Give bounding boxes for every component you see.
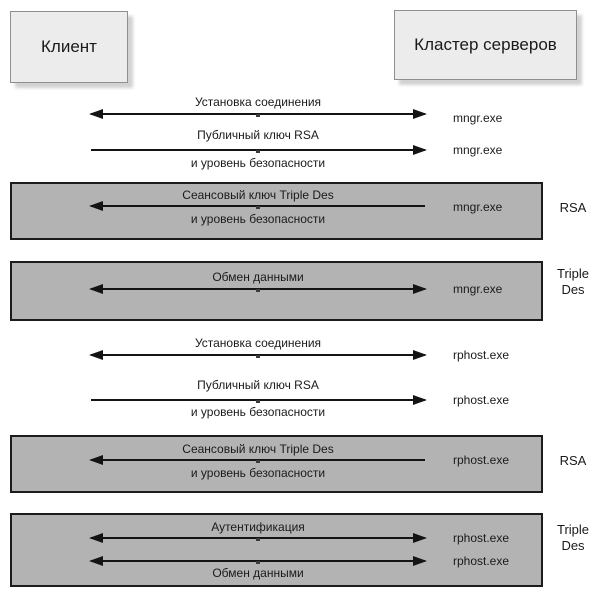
- message-title: Обмен данными: [212, 270, 304, 284]
- client-label: Клиент: [41, 37, 97, 56]
- process-label: rphost.exe: [453, 453, 510, 467]
- message-subtitle: и уровень безопасности: [190, 156, 326, 170]
- arrow-bidirectional-icon: [89, 349, 427, 361]
- message-title: Установка соединения: [194, 95, 322, 109]
- encryption-type-label: RSA: [559, 453, 587, 468]
- process-label: rphost.exe: [453, 554, 510, 568]
- message-subtitle: и уровень безопасности: [190, 405, 326, 419]
- server-cluster-box: Кластер серверов: [394, 10, 577, 80]
- arrow-left-icon: [89, 454, 427, 466]
- arrow-right-icon: [89, 394, 427, 406]
- arrow-bidirectional-icon: [89, 283, 427, 295]
- encryption-type-label: Triple Des: [556, 266, 590, 297]
- encryption-band-tripledes-rphost: [10, 513, 543, 587]
- message-title: Сеансовый ключ Triple Des: [182, 188, 334, 202]
- message-title: Аутентификация: [211, 520, 305, 534]
- message-title: Установка соединения: [194, 336, 322, 350]
- process-label: mngr.exe: [453, 111, 503, 125]
- process-label: mngr.exe: [453, 282, 503, 296]
- encryption-type-label: RSA: [559, 200, 587, 215]
- message-title: Публичный ключ RSA: [197, 378, 319, 392]
- arrow-bidirectional-icon: [89, 532, 427, 544]
- arrow-left-icon: [89, 200, 427, 212]
- process-label: mngr.exe: [453, 200, 503, 214]
- process-label: rphost.exe: [453, 348, 510, 362]
- process-label: rphost.exe: [453, 531, 510, 545]
- message-title: Обмен данными: [212, 566, 304, 580]
- server-cluster-label: Кластер серверов: [414, 35, 557, 54]
- process-label: mngr.exe: [453, 143, 503, 157]
- arrow-bidirectional-icon: [89, 555, 427, 567]
- client-box: Клиент: [10, 11, 128, 83]
- encryption-band-rsa-mngr: [10, 182, 543, 240]
- message-subtitle: и уровень безопасности: [190, 466, 326, 480]
- message-title: Публичный ключ RSA: [197, 128, 319, 142]
- encryption-type-label: Triple Des: [556, 522, 590, 553]
- arrow-bidirectional-icon: [89, 108, 427, 120]
- message-title: Сеансовый ключ Triple Des: [182, 442, 334, 456]
- message-subtitle: и уровень безопасности: [190, 212, 326, 226]
- arrow-right-icon: [89, 144, 427, 156]
- process-label: rphost.exe: [453, 393, 510, 407]
